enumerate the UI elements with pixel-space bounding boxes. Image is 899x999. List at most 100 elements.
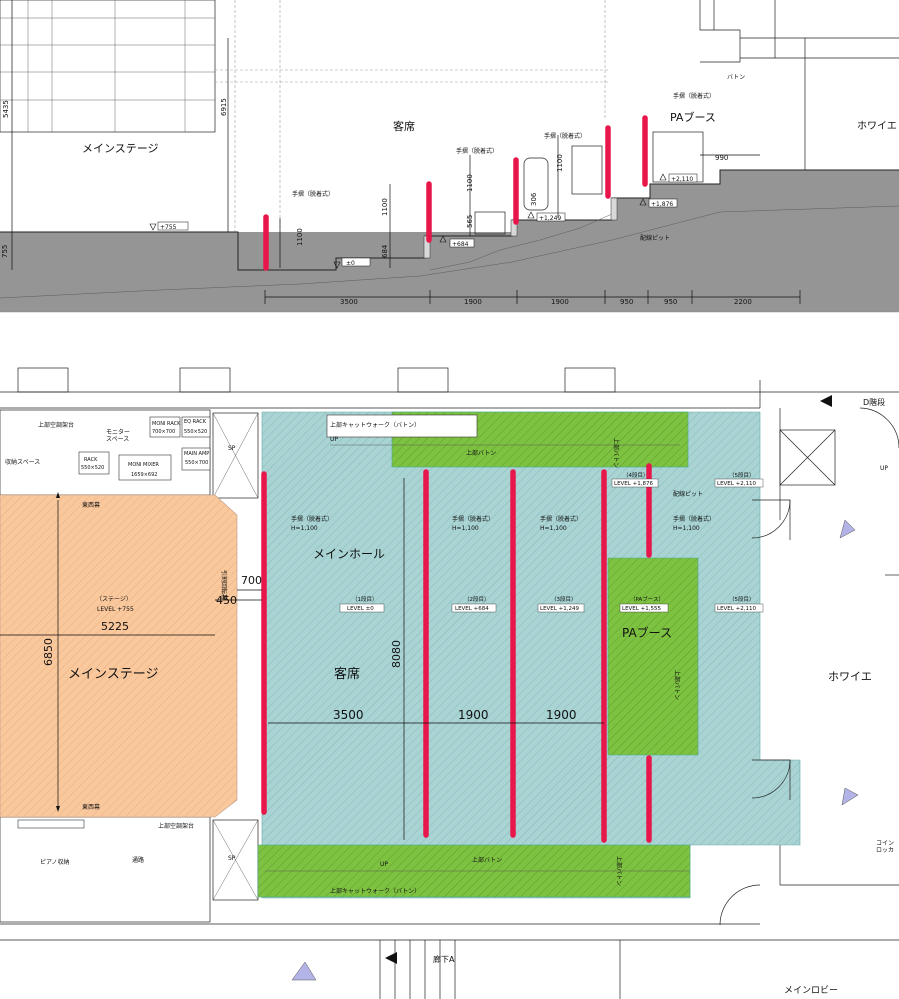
section-dim-684: 684 — [381, 244, 389, 258]
sp-top-label: SP — [228, 445, 236, 452]
tier5b-level: LEVEL +2,110 — [717, 606, 756, 612]
dim-1900b: 1900 — [546, 708, 577, 722]
section-handrail-label-2: 手摺（脱着式） — [456, 147, 498, 155]
plan-view: MONI RACK 700×700 EQ RACK 550×520 RACK 5… — [0, 367, 899, 999]
plan-main-stage-label: メインステージ — [68, 667, 158, 682]
section-audience-label: 客席 — [393, 119, 415, 133]
dim-1900a: 1900 — [458, 708, 489, 722]
side-batten-top-label: 上部バトン — [612, 438, 620, 468]
section-main-stage-label: メインステージ — [82, 142, 159, 155]
section-level-2110: +2,110 — [671, 176, 693, 183]
plan-handrail-h-2: H=1,100 — [452, 525, 479, 532]
side-batten-bottom-label: 上部バトン — [615, 856, 623, 886]
curtain-top-label: 東西幕 — [82, 501, 100, 509]
tier1-level: LEVEL ±0 — [347, 606, 374, 612]
section-bottom-dim-1: 1900 — [464, 298, 482, 306]
plan-handrail-3: 手摺（脱着式） — [540, 515, 582, 523]
tier5a-label: （5段目） — [729, 471, 755, 479]
catwalk-top-up: UP — [330, 436, 338, 443]
section-batten-label: バトン — [727, 74, 745, 81]
section-bottom-dim-5: 2200 — [734, 298, 752, 306]
pa-level: LEVEL +1,555 — [622, 606, 661, 612]
stage-paren-label: （ステージ） — [96, 596, 132, 603]
upper-batten-bottom: 上部バトン — [472, 856, 502, 864]
rack-size: 550×520 — [81, 465, 104, 471]
plan-handrail-4: 手摺（脱着式） — [673, 515, 715, 523]
tier2-label: （2段目） — [464, 595, 490, 603]
section-dim-1100c: 1100 — [466, 174, 474, 192]
section-view: メインステージ 客席 PAブース ホワイエ バトン 配線ピット 手摺（脱着式） … — [0, 0, 899, 313]
section-bottom-dim-4: 950 — [664, 298, 677, 306]
batten-vertical-label: 上部バトン — [673, 670, 681, 700]
eq-rack-label: EQ RACK — [184, 419, 207, 425]
dim-8080: 8080 — [390, 640, 403, 668]
stage-level-label: LEVEL +755 — [97, 606, 134, 613]
stairs-up-label: UP — [880, 465, 888, 472]
plan-wiring-pit: 配線ピット — [673, 490, 703, 498]
section-bottom-dim-2: 1900 — [551, 298, 569, 306]
tier5a-level: LEVEL +2,110 — [717, 481, 756, 487]
plan-handrail-h-1: H=1,100 — [291, 525, 318, 532]
upper-ac-label-bottom: 上部空調架台 — [158, 822, 194, 830]
section-level-1876: +1,876 — [651, 201, 673, 208]
passage-label: 通路 — [132, 856, 144, 864]
section-level-0: ±0 — [346, 260, 355, 267]
moni-rack-size: 700×700 — [152, 429, 175, 435]
plan-handrail-1: 手摺（脱着式） — [291, 515, 333, 523]
stage-dim-5225: 5225 — [101, 620, 129, 633]
main-lobby-label: メインロビー — [784, 985, 838, 996]
tier4-level: LEVEL +1,876 — [614, 481, 653, 487]
main-amp-size: 550×700 — [185, 460, 208, 466]
section-pa-booth-label: PAブース — [670, 110, 716, 124]
section-dim-755: 755 — [1, 245, 9, 258]
dim-3500: 3500 — [333, 708, 364, 722]
main-hall-label: メインホール — [313, 547, 385, 561]
tier4-label: （4段目） — [623, 471, 649, 479]
tier5b-label: （5段目） — [729, 595, 755, 603]
section-level-1249: +1,249 — [539, 215, 561, 222]
plan-handrail-h-3: H=1,100 — [540, 525, 567, 532]
dim-700: 700 — [241, 574, 262, 587]
sliding-curtain-label: 引割回転幕 — [220, 570, 228, 600]
eq-rack-size: 550×520 — [184, 429, 207, 435]
monitor-space-label: モニタースペース — [106, 428, 130, 443]
plan-foyer-label: ホワイエ — [828, 670, 872, 683]
curtain-bottom-label: 東西幕 — [82, 803, 100, 811]
section-level-755: +755 — [160, 224, 177, 231]
corridor-label: 廊下A — [433, 954, 455, 964]
section-dim-5435: 5435 — [2, 100, 10, 118]
stage-dim-6850: 6850 — [42, 638, 55, 666]
plan-handrail-h-4: H=1,100 — [673, 525, 700, 532]
tier1-label: （1段目） — [352, 595, 378, 603]
section-bottom-dim-0: 3500 — [340, 298, 358, 306]
section-handrail-label-3: 手摺（脱着式） — [544, 132, 586, 140]
catwalk-bottom-up: UP — [380, 861, 388, 868]
upper-batten-top: 上部バトン — [466, 449, 496, 457]
tier3-label: （3段目） — [551, 595, 577, 603]
section-dim-1100b: 1100 — [381, 198, 389, 216]
tier2-level: LEVEL +684 — [455, 606, 489, 612]
dim-450: 450 — [216, 594, 237, 607]
section-handrail-label-1: 手摺（脱着式） — [292, 190, 334, 198]
section-dim-1100a: 1100 — [296, 228, 304, 246]
moni-mixer-label: MONI MIXER — [128, 462, 159, 468]
piano-storage-label: ピアノ収納 — [40, 858, 69, 866]
plan-handrail-2: 手摺（脱着式） — [452, 515, 494, 523]
d-stairs-label: D階段 — [863, 397, 885, 407]
sp-bottom-label: SP — [228, 855, 236, 862]
section-level-684: +684 — [452, 241, 469, 248]
section-dim-1100d: 1100 — [556, 154, 564, 172]
section-dim-565: 565 — [466, 215, 474, 228]
section-dim-306: 306 — [530, 192, 538, 206]
moni-rack-label: MONI RACK — [152, 421, 181, 427]
moni-mixer-size: 1659×692 — [131, 472, 157, 478]
section-bottom-dim-3: 950 — [620, 298, 633, 306]
plan-pa-booth-label: PAブース — [622, 625, 672, 640]
section-dim-990: 990 — [715, 154, 728, 162]
catwalk-bottom-label: 上部キャットウォーク（バトン） — [330, 887, 420, 895]
rack-label: RACK — [84, 457, 98, 463]
main-amp-label: MAIN AMP — [184, 451, 209, 457]
section-foyer-label: ホワイエ — [857, 120, 897, 132]
catwalk-top-label: 上部キャットウォーク（バトン） — [330, 421, 420, 429]
